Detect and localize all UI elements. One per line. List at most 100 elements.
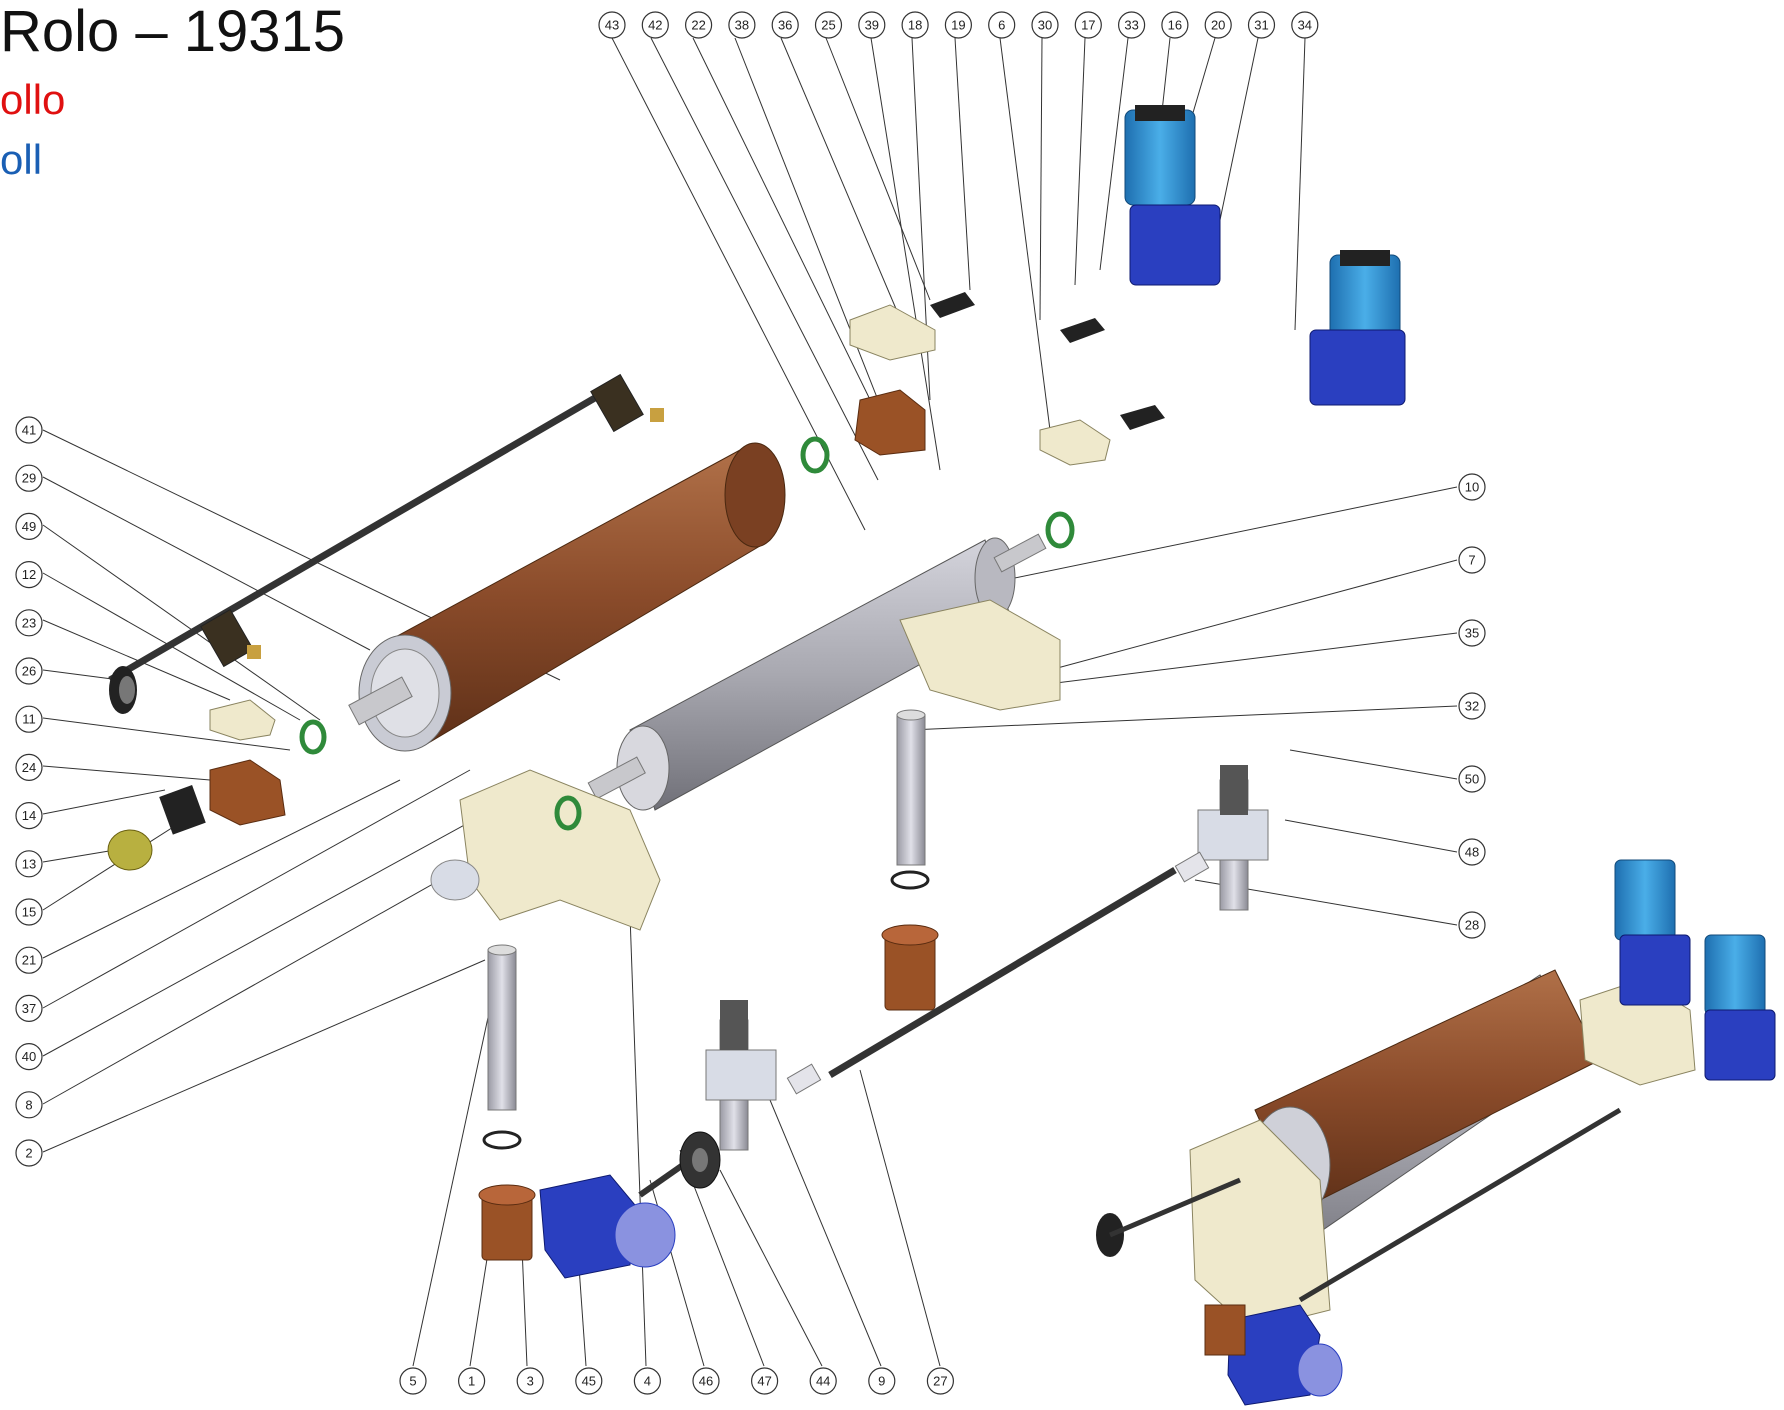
part-balloon-label: 23: [22, 615, 36, 630]
part-balloon-label: 35: [1465, 626, 1479, 641]
part-balloon-12: 12: [15, 560, 43, 589]
part-balloon-29: 29: [15, 464, 43, 492]
part-balloon-40: 40: [15, 1042, 43, 1071]
part-balloon-32: 32: [1458, 692, 1486, 720]
gearbox-icon: [1129, 204, 1406, 406]
part-balloon-5: 5: [399, 1367, 427, 1395]
part-balloon-label: 36: [778, 18, 792, 33]
part-balloon-label: 10: [1465, 480, 1479, 495]
part-balloon-label: 4: [644, 1374, 651, 1389]
part-balloon-label: 50: [1465, 772, 1479, 787]
gearbox-icon: [539, 1174, 636, 1279]
parts-group: [107, 105, 1776, 1406]
part-balloon-2: 2: [15, 1139, 43, 1167]
part-balloon-label: 14: [22, 808, 36, 823]
part-balloon-label: 16: [1168, 18, 1182, 33]
subtitle-blue: oll: [0, 136, 43, 183]
part-balloon-34: 34: [1291, 11, 1319, 39]
motor-icon: [1124, 105, 1401, 351]
subtitle-red: ollo: [0, 76, 66, 123]
part-balloon-label: 42: [648, 18, 662, 33]
part-balloon-7: 7: [1458, 546, 1486, 574]
part-balloon-label: 2: [25, 1146, 32, 1161]
part-balloon-label: 12: [22, 567, 36, 582]
part-balloon-label: 44: [816, 1374, 830, 1389]
roller-icon: [348, 442, 786, 752]
part-balloon-49: 49: [15, 512, 43, 541]
part-balloon-label: 3: [527, 1374, 534, 1389]
plate-icons: [930, 292, 1165, 430]
part-balloon-label: 34: [1298, 18, 1312, 33]
part-balloon-label: 28: [1465, 918, 1479, 933]
part-balloon-label: 11: [22, 712, 36, 727]
part-balloon-3: 3: [516, 1367, 544, 1395]
part-balloon-6: 6: [988, 11, 1016, 39]
part-balloon-label: 40: [22, 1049, 36, 1064]
part-balloon-20: 20: [1204, 11, 1232, 39]
part-balloon-42: 42: [641, 11, 669, 39]
part-balloon-31: 31: [1247, 11, 1276, 39]
part-balloon-label: 39: [865, 18, 879, 33]
part-balloon-label: 31: [1254, 18, 1268, 33]
part-balloon-10: 10: [1458, 473, 1486, 501]
part-balloon-label: 17: [1081, 18, 1095, 33]
part-balloon-9: 9: [868, 1367, 896, 1395]
part-balloon-label: 9: [878, 1374, 885, 1389]
part-balloon-label: 19: [951, 18, 965, 33]
part-balloon-label: 29: [22, 471, 36, 486]
part-balloon-23: 23: [15, 609, 43, 637]
part-balloon-label: 27: [933, 1374, 947, 1389]
part-balloon-label: 5: [409, 1374, 416, 1389]
part-balloon-4: 4: [633, 1367, 662, 1395]
part-balloon-label: 20: [1211, 18, 1225, 33]
seal-icons: [299, 436, 1075, 831]
part-balloon-label: 26: [22, 664, 36, 679]
part-balloon-45: 45: [575, 1367, 603, 1395]
part-balloon-41: 41: [15, 416, 43, 444]
part-balloon-label: 46: [699, 1374, 713, 1389]
jack-icon: [487, 709, 1269, 1151]
part-balloon-label: 18: [908, 18, 922, 33]
part-balloon-label: 49: [22, 519, 36, 534]
part-balloon-label: 21: [22, 953, 36, 968]
part-balloon-label: 22: [691, 18, 705, 33]
part-balloon-33: 33: [1117, 11, 1146, 39]
shaft-icon: [108, 373, 664, 714]
part-balloon-label: 8: [25, 1097, 32, 1112]
part-balloon-28: 28: [1458, 911, 1486, 939]
part-balloon-label: 6: [998, 18, 1005, 33]
part-balloon-26: 26: [15, 657, 43, 685]
part-balloon-label: 41: [22, 423, 36, 438]
part-balloon-47: 47: [750, 1367, 779, 1395]
part-balloon-38: 38: [728, 11, 756, 39]
part-balloon-14: 14: [15, 801, 43, 830]
bushing-icon: [209, 389, 926, 826]
part-balloon-43: 43: [598, 11, 626, 39]
part-balloon-21: 21: [15, 946, 43, 974]
part-balloon-39: 39: [858, 11, 886, 39]
part-balloon-35: 35: [1458, 619, 1486, 647]
part-balloon-label: 13: [22, 856, 36, 871]
part-balloon-19: 19: [944, 11, 973, 39]
part-balloon-15: 15: [15, 898, 43, 926]
part-balloon-label: 24: [22, 760, 36, 775]
part-balloon-label: 38: [735, 18, 749, 33]
part-balloon-46: 46: [692, 1367, 720, 1395]
bushing-icon: [478, 870, 939, 1261]
assembled-view: [1096, 859, 1776, 1406]
part-balloon-label: 1: [468, 1374, 475, 1389]
part-balloon-label: 45: [582, 1374, 596, 1389]
page-title: Rolo – 19315: [0, 0, 346, 64]
shaft-icon: [786, 851, 1210, 1095]
part-balloon-37: 37: [15, 994, 43, 1023]
part-balloon-27: 27: [926, 1367, 955, 1395]
part-balloon-1: 1: [458, 1367, 486, 1395]
part-balloon-18: 18: [901, 11, 929, 39]
part-balloon-label: 25: [821, 18, 835, 33]
part-balloon-30: 30: [1031, 11, 1059, 39]
part-balloon-label: 15: [22, 905, 36, 920]
part-balloon-label: 47: [757, 1374, 771, 1389]
part-balloon-48: 48: [1458, 838, 1486, 866]
